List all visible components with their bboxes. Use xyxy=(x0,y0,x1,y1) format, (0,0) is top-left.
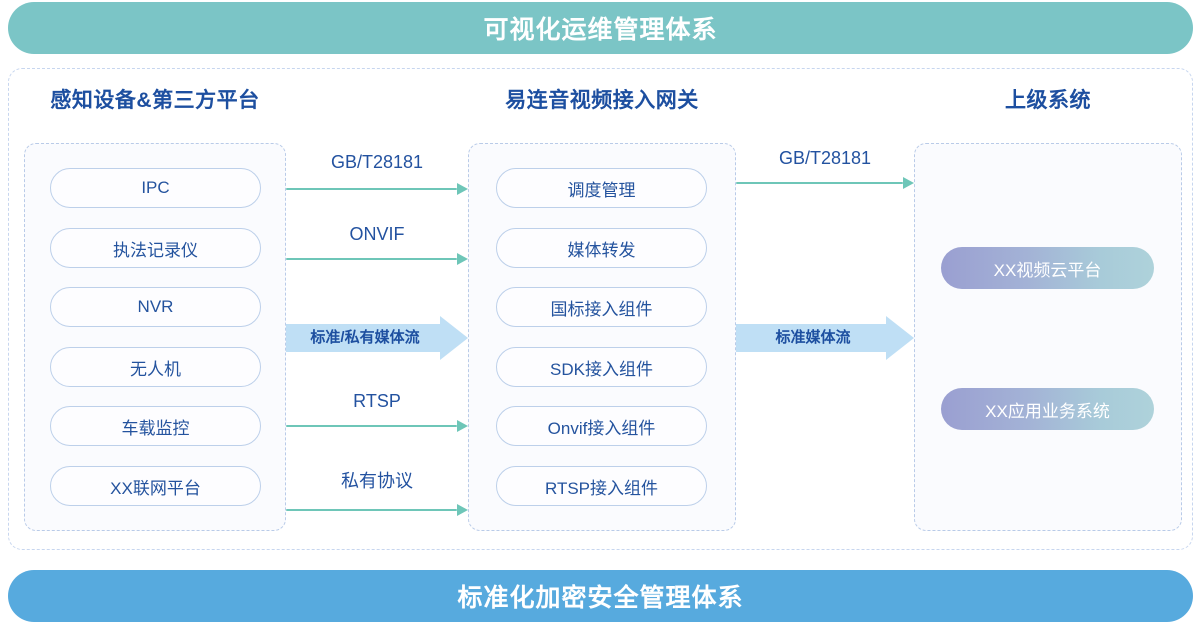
upper-system-item-video-cloud[interactable]: XX视频云平台 xyxy=(941,247,1154,289)
arrow-body xyxy=(736,324,886,352)
device-item-nvr[interactable]: NVR xyxy=(50,287,261,327)
arrow-shaft xyxy=(286,425,457,428)
arrow-head-icon xyxy=(457,183,468,195)
column-header-upper-system: 上级系统 xyxy=(1005,89,1091,112)
top-banner-label: 可视化运维管理体系 xyxy=(483,16,718,44)
connector-label-rtsp: RTSP xyxy=(353,391,401,411)
column-header-sensing-devices: 感知设备&第三方平台 xyxy=(50,89,260,112)
bottom-banner-label: 标准化加密安全管理体系 xyxy=(457,584,744,612)
connector-label-gbt28181-left: GB/T28181 xyxy=(330,152,424,172)
arrow-head-icon xyxy=(457,253,468,265)
device-item-platform[interactable]: XX联网平台 xyxy=(50,466,261,506)
top-banner: 可视化运维管理体系 xyxy=(8,2,1193,54)
device-item-vehicle[interactable]: 车载监控 xyxy=(50,406,261,446)
gateway-item-media-forward[interactable]: 媒体转发 xyxy=(496,228,707,268)
connector-arrow-gbt28181-right xyxy=(736,177,914,189)
connector-arrow-standard-private-media-stream: 标准/私有媒体流 xyxy=(286,316,468,360)
gateway-item-rtsp-component[interactable]: RTSP接入组件 xyxy=(496,466,707,506)
column-box-upper-system xyxy=(914,143,1182,531)
gateway-item-sdk-component[interactable]: SDK接入组件 xyxy=(496,347,707,387)
column-header-gateway: 易连音视频接入网关 xyxy=(505,89,699,112)
connector-arrow-private-protocol xyxy=(286,504,468,516)
arrow-head-icon xyxy=(457,420,468,432)
bottom-banner: 标准化加密安全管理体系 xyxy=(8,570,1193,622)
connector-arrow-rtsp xyxy=(286,420,468,432)
connector-label-standard-private-media-stream: 标准/私有媒体流 xyxy=(310,329,420,346)
connector-label-private-protocol: 私有协议 xyxy=(341,471,413,491)
arrow-shaft xyxy=(286,258,457,261)
device-item-recorder[interactable]: 执法记录仪 xyxy=(50,228,261,268)
arrow-shaft xyxy=(286,188,457,191)
arrow-shaft xyxy=(736,182,903,185)
device-item-drone[interactable]: 无人机 xyxy=(50,347,261,387)
arrow-shaft xyxy=(286,509,457,512)
connector-arrow-gbt28181-left xyxy=(286,183,468,195)
device-item-ipc[interactable]: IPC xyxy=(50,168,261,208)
connector-label-gbt28181-right: GB/T28181 xyxy=(778,148,872,168)
diagram-outer-frame xyxy=(8,68,1193,550)
arrow-head-icon xyxy=(903,177,914,189)
upper-system-item-business[interactable]: XX应用业务系统 xyxy=(941,388,1154,430)
connector-label-standard-media-stream: 标准媒体流 xyxy=(775,329,851,346)
gateway-item-onvif-component[interactable]: Onvif接入组件 xyxy=(496,406,707,446)
connector-label-onvif: ONVIF xyxy=(349,224,405,244)
arrow-head-icon xyxy=(886,316,914,360)
connector-arrow-onvif xyxy=(286,253,468,265)
arrow-body xyxy=(286,324,440,352)
gateway-item-dispatch-mgmt[interactable]: 调度管理 xyxy=(496,168,707,208)
connector-arrow-standard-media-stream: 标准媒体流 xyxy=(736,316,914,360)
arrow-head-icon xyxy=(457,504,468,516)
gateway-item-gb-component[interactable]: 国标接入组件 xyxy=(496,287,707,327)
arrow-head-icon xyxy=(440,316,468,360)
